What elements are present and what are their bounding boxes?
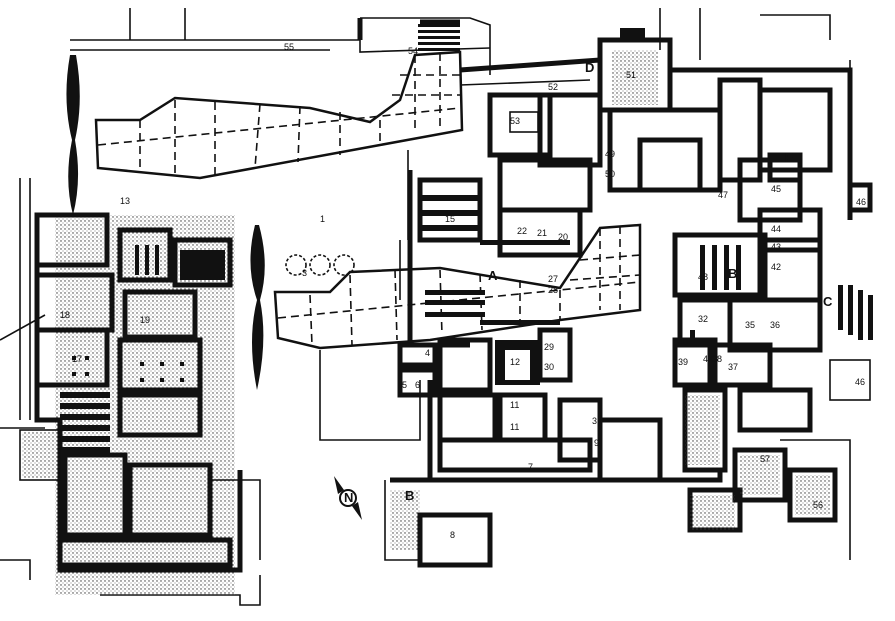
room-label: 6	[415, 380, 420, 390]
section-letter: B	[405, 488, 414, 503]
room-label: 7	[528, 462, 533, 472]
overlay-outline-north	[94, 50, 464, 180]
room-label: 38	[712, 354, 722, 364]
room-label: 15	[445, 214, 455, 224]
room-label: 18	[60, 310, 70, 320]
room-label: 13	[120, 196, 130, 206]
room-label: 46	[855, 377, 865, 387]
room-label: 56	[813, 500, 823, 510]
room-label: 44	[771, 224, 781, 234]
room-label: 31	[592, 416, 602, 426]
room-label: 29	[544, 342, 554, 352]
room-label: 55	[284, 42, 294, 52]
section-letter: C	[823, 294, 833, 309]
room-label: 42	[771, 262, 781, 272]
room-label: 9	[594, 438, 599, 448]
section-letter: B	[728, 266, 737, 281]
room-label: 51	[626, 70, 636, 80]
section-letter: D	[585, 60, 594, 75]
room-label: 36	[770, 320, 780, 330]
room-label: 11	[510, 400, 519, 410]
room-label: 11	[510, 422, 519, 432]
room-label: 19	[140, 315, 150, 325]
black-wall-marks	[66, 55, 265, 390]
room-label: 49	[605, 149, 615, 159]
room-label: 46	[856, 197, 866, 207]
room-label: 32	[698, 314, 708, 324]
north-block	[357, 18, 673, 113]
room-label: 47	[718, 190, 728, 200]
room-label: 52	[548, 82, 558, 92]
room-label: 21	[537, 228, 547, 238]
room-label: 20	[558, 232, 568, 242]
room-label: 35	[745, 320, 755, 330]
room-label: 53	[510, 116, 520, 126]
room-label: 3	[302, 268, 307, 278]
room-label: 40	[678, 337, 688, 347]
room-label: 39	[678, 357, 688, 367]
room-number-labels: 1 3 4 5 6 7 8 9 11 11 12 13 15 17 18 19 …	[60, 42, 866, 540]
room-label: 27	[548, 274, 558, 284]
central-block	[384, 92, 723, 568]
room-label: 43	[771, 242, 781, 252]
overlay-outline-south	[273, 223, 642, 350]
room-label: 41	[703, 354, 713, 364]
room-label: 50	[605, 169, 615, 179]
room-label: 28	[548, 285, 558, 295]
room-label: 22	[517, 226, 527, 236]
room-label: 48	[698, 272, 708, 282]
room-label: 17	[72, 354, 82, 364]
north-compass-icon: N	[334, 476, 362, 520]
west-wing	[19, 212, 261, 595]
room-label: 54	[408, 46, 418, 56]
section-letter-labels: A B B C D F	[405, 60, 833, 503]
room-label: 5	[402, 380, 407, 390]
compass-letter: N	[344, 490, 353, 505]
room-label: 8	[450, 530, 455, 540]
room-label: 1	[320, 214, 325, 224]
room-label: 57	[760, 454, 770, 464]
section-letter: A	[488, 268, 498, 283]
room-label: 4	[425, 348, 430, 358]
room-label: 12	[510, 357, 520, 367]
room-label: 45	[771, 184, 781, 194]
east-wing	[607, 67, 873, 533]
room-label: 37	[728, 362, 738, 372]
room-label: 30	[544, 362, 554, 372]
section-letter: F	[785, 150, 793, 165]
circular-pits	[285, 254, 355, 276]
